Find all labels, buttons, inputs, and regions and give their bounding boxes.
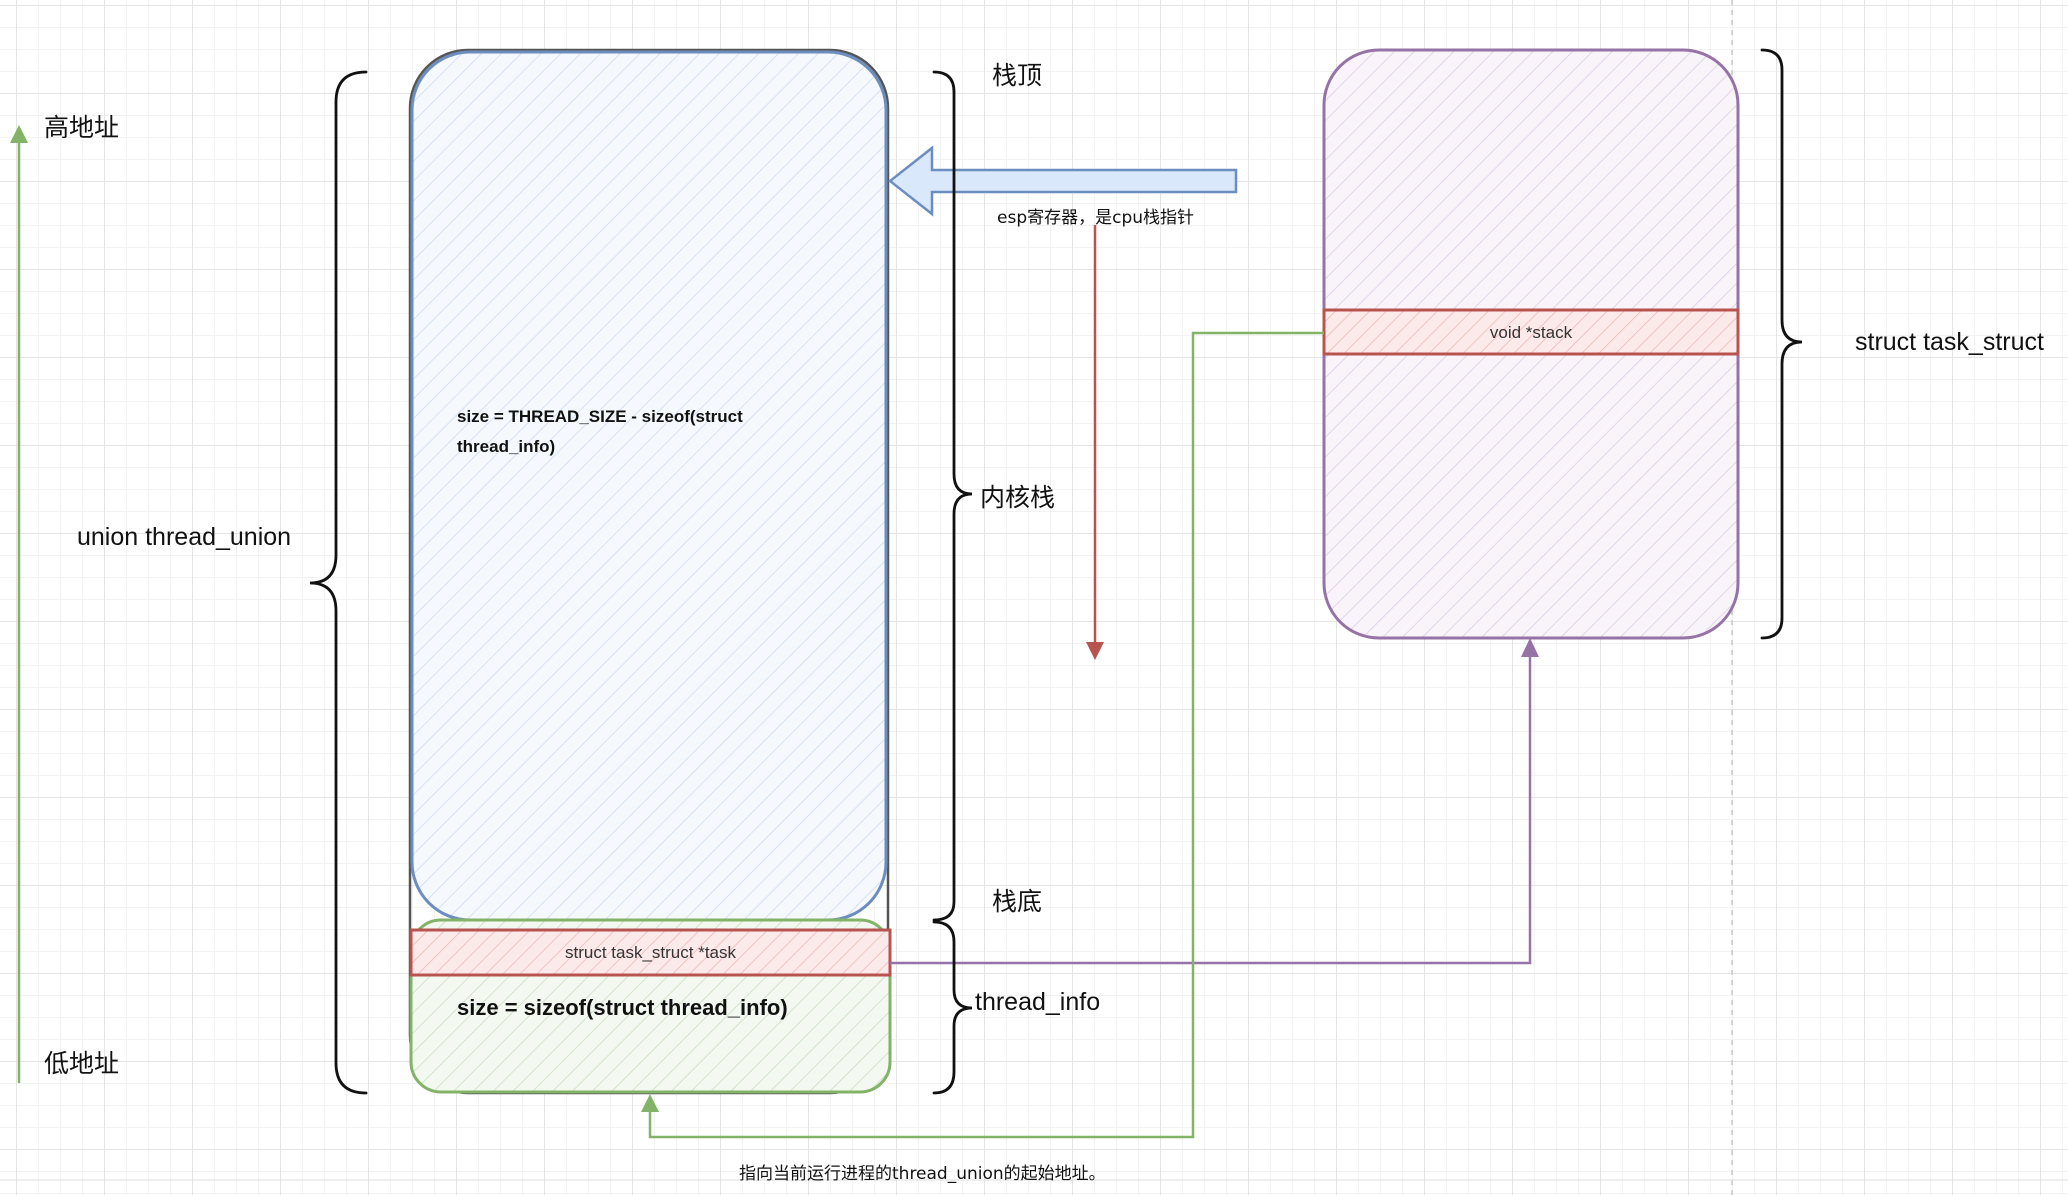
esp-pointer-arrow <box>887 145 1238 217</box>
stack-size-line-1: size = THREAD_SIZE - sizeof(struct <box>457 407 743 426</box>
union-name-label: union thread_union <box>77 523 292 551</box>
esp-note: esp寄存器，是cpu栈指针 <box>997 208 1195 228</box>
thread-info-label: thread_info <box>975 988 1101 1016</box>
kernel-stack-box <box>410 50 888 922</box>
task-struct-brace <box>1760 48 1803 640</box>
stack-pointer-connector <box>641 331 1324 1139</box>
stack-size-line-2: thread_info) <box>457 437 556 456</box>
void-stack-field <box>1322 308 1740 356</box>
bottom-note: 指向当前运行进程的thread_union的起始地址。 <box>739 1164 1106 1184</box>
kernel-stack-label: 内核栈 <box>980 483 1056 512</box>
stack-top-label: 栈顶 <box>992 61 1043 90</box>
task-pointer-field <box>409 928 892 977</box>
task-pointer-field-label: struct task_struct *task <box>565 943 736 962</box>
address-direction-arrow <box>10 125 28 1083</box>
stack-bottom-label: 栈底 <box>992 887 1043 916</box>
stack-growth-arrow <box>1086 225 1104 660</box>
kernel-stack-brace <box>932 70 973 922</box>
low-address-label: 低地址 <box>44 1049 120 1078</box>
high-address-label: 高地址 <box>44 113 120 142</box>
union-brace <box>309 70 368 1095</box>
thread-info-brace <box>932 920 973 1095</box>
void-stack-field-label: void *stack <box>1489 323 1573 342</box>
task-struct-label: struct task_struct <box>1855 328 2044 356</box>
thread-info-size-label: size = sizeof(struct thread_info) <box>457 995 788 1020</box>
task-pointer-connector <box>890 638 1539 965</box>
